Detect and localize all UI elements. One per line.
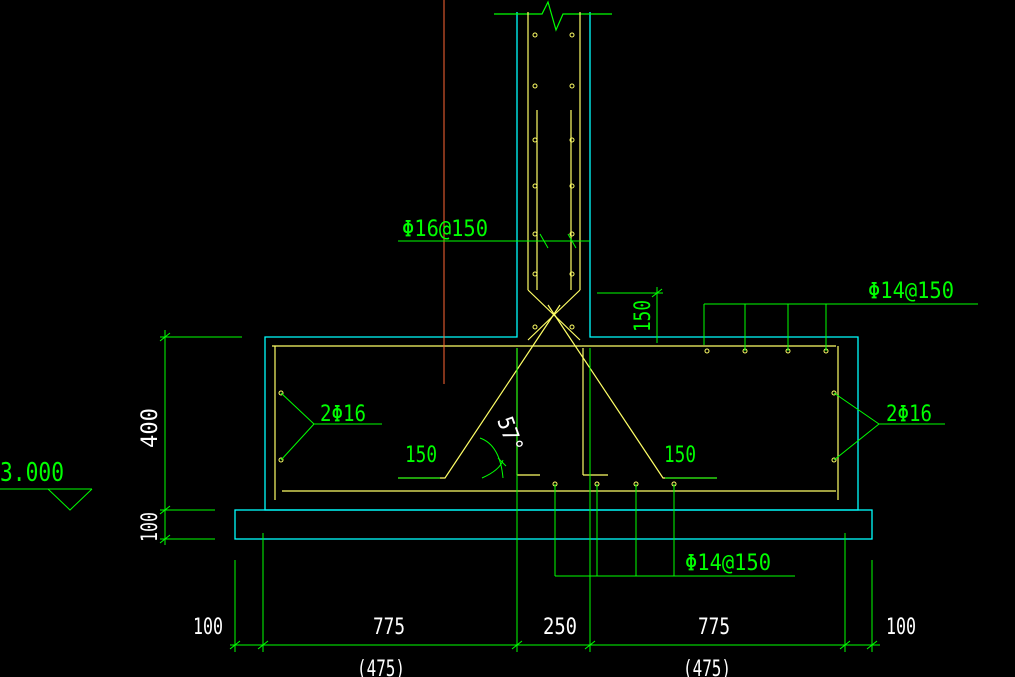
bottom-rebar-label: Φ14@150: [685, 551, 771, 576]
dim-lower-left: (475): [357, 657, 405, 677]
cushion-layer: [234, 509, 873, 540]
drawing-labels: Φ16@150 Φ14@150 Φ14@150 2Φ16 2Φ16 150 15…: [0, 217, 954, 576]
right-haunch-label: 150: [664, 443, 696, 468]
right-side-bars-label: 2Φ16: [886, 402, 932, 427]
angle-label: 57°: [491, 414, 527, 456]
dimension-lines: [0, 233, 978, 652]
level-label: 3.000: [0, 458, 64, 488]
footing-wall-outline: [264, 12, 859, 511]
footing-height-dimension: 400: [138, 408, 163, 448]
top-rebar-label: Φ14@150: [868, 279, 954, 304]
dim-right-cushion: 100: [886, 615, 916, 640]
left-haunch-label: 150: [405, 443, 437, 468]
cushion-height-dimension: 100: [138, 512, 163, 542]
left-side-bars-label: 2Φ16: [320, 402, 366, 427]
rebar-lines: [272, 12, 839, 500]
break-line-symbol: [494, 0, 612, 32]
bottom-dimension-labels: 100 775 250 775 100 (475) (475): [193, 615, 916, 677]
concrete-outline: [234, 12, 873, 540]
dim-left-footing: 775: [373, 615, 405, 640]
wall-step-dimension: 150: [631, 300, 656, 332]
dim-right-footing: 775: [698, 615, 730, 640]
dim-left-cushion: 100: [193, 615, 223, 640]
dim-wall: 250: [543, 615, 577, 640]
dim-lower-right: (475): [683, 657, 731, 677]
wall-rebar-label: Φ16@150: [402, 217, 488, 242]
